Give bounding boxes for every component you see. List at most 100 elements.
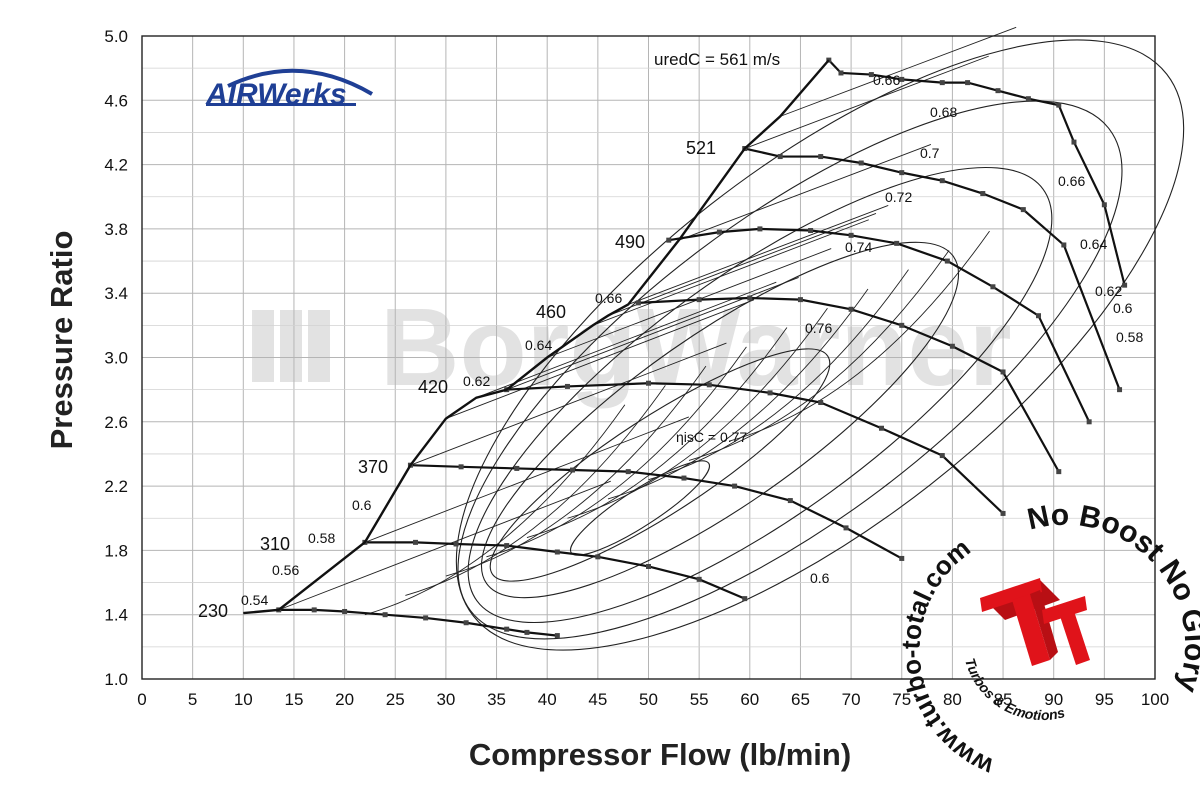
x-tick-label: 90 <box>1044 690 1063 709</box>
y-tick-label: 2.2 <box>104 477 128 496</box>
speed-line-point <box>899 76 905 82</box>
speed-label-230: 230 <box>198 601 228 621</box>
eff-label-058-right: 0.58 <box>1116 329 1143 345</box>
speed-line-point <box>944 258 950 264</box>
airwerks-underline <box>206 103 356 106</box>
speed-line-point <box>747 295 753 301</box>
eff-label-077: ηisC = 0.77 <box>676 429 747 445</box>
speed-labels: 230 310 370 420 460 490 521 uredC = 561 … <box>198 50 780 621</box>
airwerks-swoosh-icon <box>227 68 374 96</box>
speed-line-point <box>995 88 1001 94</box>
efficiency-island-074 <box>480 241 960 599</box>
y-tick-label: 4.2 <box>104 156 128 175</box>
speed-label-490: 490 <box>615 232 645 252</box>
speed-line-point <box>1061 242 1067 248</box>
eff-label-072: 0.72 <box>885 189 912 205</box>
y-tick-label: 3.4 <box>104 284 128 303</box>
speed-line-point <box>1000 510 1006 516</box>
eff-label-064-right: 0.64 <box>1080 236 1107 252</box>
efficiency-island-07 <box>457 100 1123 640</box>
speed-line-point <box>894 240 900 246</box>
speed-label-460: 460 <box>536 302 566 322</box>
speed-line-point <box>453 541 459 547</box>
speed-label-521: 521 <box>686 138 716 158</box>
x-tick-label: 0 <box>137 690 146 709</box>
efficiency-diagonal <box>729 230 990 442</box>
speed-line-point <box>848 232 854 238</box>
eff-label-054: 0.54 <box>241 592 268 608</box>
speed-line <box>410 464 903 560</box>
y-tick-label: 1.8 <box>104 541 128 560</box>
eff-label-074: 0.74 <box>845 239 872 255</box>
x-tick-label: 65 <box>791 690 810 709</box>
efficiency-diagonal <box>364 416 690 543</box>
speed-line-point <box>878 425 884 431</box>
x-tick-label: 15 <box>284 690 303 709</box>
airwerks-logo: AIRWerks <box>205 68 374 111</box>
speed-label-420: 420 <box>418 377 448 397</box>
speed-line <box>744 147 1121 391</box>
y-axis-ticks: 1.01.41.82.22.63.03.43.84.24.65.0 <box>104 27 128 689</box>
x-tick-label: 45 <box>588 690 607 709</box>
watermark-text: BorgWarner <box>380 286 1012 409</box>
speed-line-point <box>1122 282 1128 288</box>
efficiency-diagonal <box>547 248 832 358</box>
airwerks-logo-text: AIRWerks <box>205 78 347 111</box>
speed-line-point <box>899 322 905 328</box>
y-tick-label: 1.4 <box>104 606 128 625</box>
speed-line <box>828 59 1126 286</box>
efficiency-diagonal <box>486 346 747 558</box>
eff-label-076: 0.76 <box>805 320 832 336</box>
efficiency-diagonal <box>780 26 1017 117</box>
eff-label-058: 0.58 <box>308 530 335 546</box>
efficiency-diagonal <box>648 269 909 481</box>
eff-label-066-surge: 0.66 <box>595 290 622 306</box>
speed-line-point <box>797 297 803 303</box>
speed-line-point <box>899 555 905 561</box>
speed-line-point <box>342 608 348 614</box>
y-tick-label: 2.6 <box>104 413 128 432</box>
eff-label-064-surge: 0.64 <box>525 337 552 353</box>
speed-label-370: 370 <box>358 457 388 477</box>
eff-label-066-top: 0.66 <box>873 72 900 88</box>
speed-line-point <box>681 475 687 481</box>
speed-line-point <box>646 380 651 386</box>
speed-line-point <box>716 229 722 235</box>
x-tick-label: 95 <box>1095 690 1114 709</box>
eff-label-06-left: 0.6 <box>352 497 372 513</box>
speed-line-point <box>818 400 824 406</box>
speed-line-point <box>458 464 464 470</box>
efficiency-islands <box>455 39 1185 651</box>
speed-line-point <box>732 483 738 489</box>
x-tick-label: 85 <box>994 690 1013 709</box>
surge-line <box>243 59 830 615</box>
eff-label-062-surge: 0.62 <box>463 373 490 389</box>
efficiency-diagonal <box>744 55 989 149</box>
speed-line-point <box>939 80 945 86</box>
x-tick-label: 10 <box>234 690 253 709</box>
efficiency-island-072 <box>467 166 1053 624</box>
speed-line-point <box>980 191 986 197</box>
x-tick-label: 40 <box>538 690 557 709</box>
et-logo-icon <box>980 578 1090 666</box>
speed-line-point <box>564 383 570 389</box>
speed-line-point <box>554 549 560 555</box>
eff-label-06-bottom: 0.6 <box>810 570 830 586</box>
efficiency-diagonal <box>526 327 788 538</box>
speed-line-point <box>939 453 945 459</box>
plot-frame <box>141 35 1156 680</box>
speed-line-point <box>1025 96 1031 102</box>
speed-line-point <box>965 80 971 86</box>
speed-line-point <box>818 154 824 160</box>
efficiency-diagonal <box>364 404 626 616</box>
efficiency-diagonal <box>678 144 932 241</box>
efficiency-diagonal <box>410 342 727 466</box>
x-tick-label: 75 <box>892 690 911 709</box>
grid <box>141 35 1156 680</box>
x-tick-label: 60 <box>740 690 759 709</box>
speed-line-point <box>838 70 844 76</box>
speed-line-point <box>382 612 388 618</box>
speed-lines <box>276 57 1128 639</box>
speed-line-point <box>504 626 510 632</box>
speed-line-point <box>666 237 672 243</box>
